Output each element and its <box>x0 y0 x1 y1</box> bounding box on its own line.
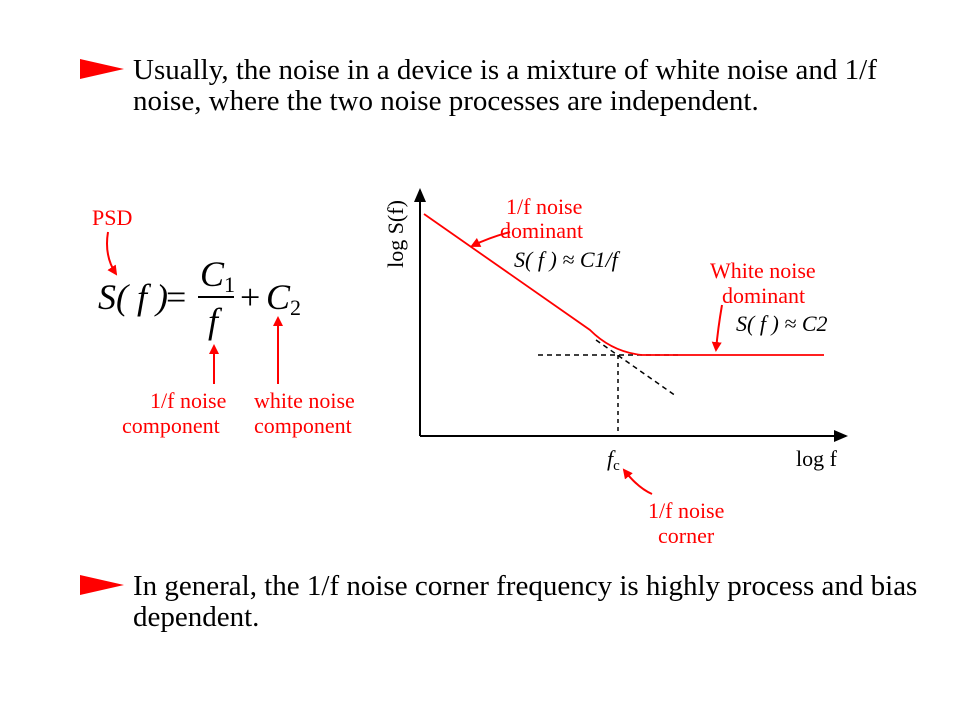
one-over-f-component-label-line1: 1/f noise <box>150 388 227 413</box>
bullet-arrow-icon <box>80 575 124 595</box>
white-approx: S( f ) ≈ C2 <box>736 311 828 336</box>
one-over-f-dominant-line2: dominant <box>500 218 584 243</box>
x-axis-label: log f <box>796 446 837 471</box>
white-dominant-line2: dominant <box>722 283 806 308</box>
equation-numerator: C1 <box>200 254 236 297</box>
psd-arrow <box>106 231 118 276</box>
equation-plus: + <box>240 277 261 317</box>
white-component-label-line1: white noise <box>254 388 355 413</box>
bullet-text-1: Usually, the noise in a device is a mixt… <box>133 54 877 117</box>
psd-label: PSD <box>92 205 133 230</box>
bullet-arrow-icon <box>80 59 124 79</box>
y-axis-label: log S(f) <box>383 200 408 268</box>
equation-denominator: f <box>208 301 219 341</box>
psd-curve <box>423 213 824 356</box>
equation-c2: C2 <box>266 277 302 320</box>
fraction-bar <box>198 296 234 298</box>
corner-label-line1: 1/f noise <box>648 498 725 523</box>
white-component-label-line2: component <box>254 413 352 438</box>
equation-equals: = <box>166 277 187 317</box>
white-dominant-line1: White noise <box>710 258 816 283</box>
equation-lhs: S( f ) <box>98 277 168 317</box>
one-over-f-component-label-line2: component <box>122 413 220 438</box>
one-over-f-dominant-line1: 1/f noise <box>506 194 583 219</box>
fc-label: fc <box>607 446 620 475</box>
white-dominant-arrow <box>711 304 723 352</box>
one-over-f-asymptote <box>595 339 677 397</box>
one-over-f-dominant-arrow <box>470 231 511 247</box>
bullet-text-2: In general, the 1/f noise corner frequen… <box>133 570 918 633</box>
corner-label-line2: corner <box>658 523 715 548</box>
one-over-f-approx: S( f ) ≈ C1/f <box>514 247 618 272</box>
corner-arrow <box>622 468 653 495</box>
